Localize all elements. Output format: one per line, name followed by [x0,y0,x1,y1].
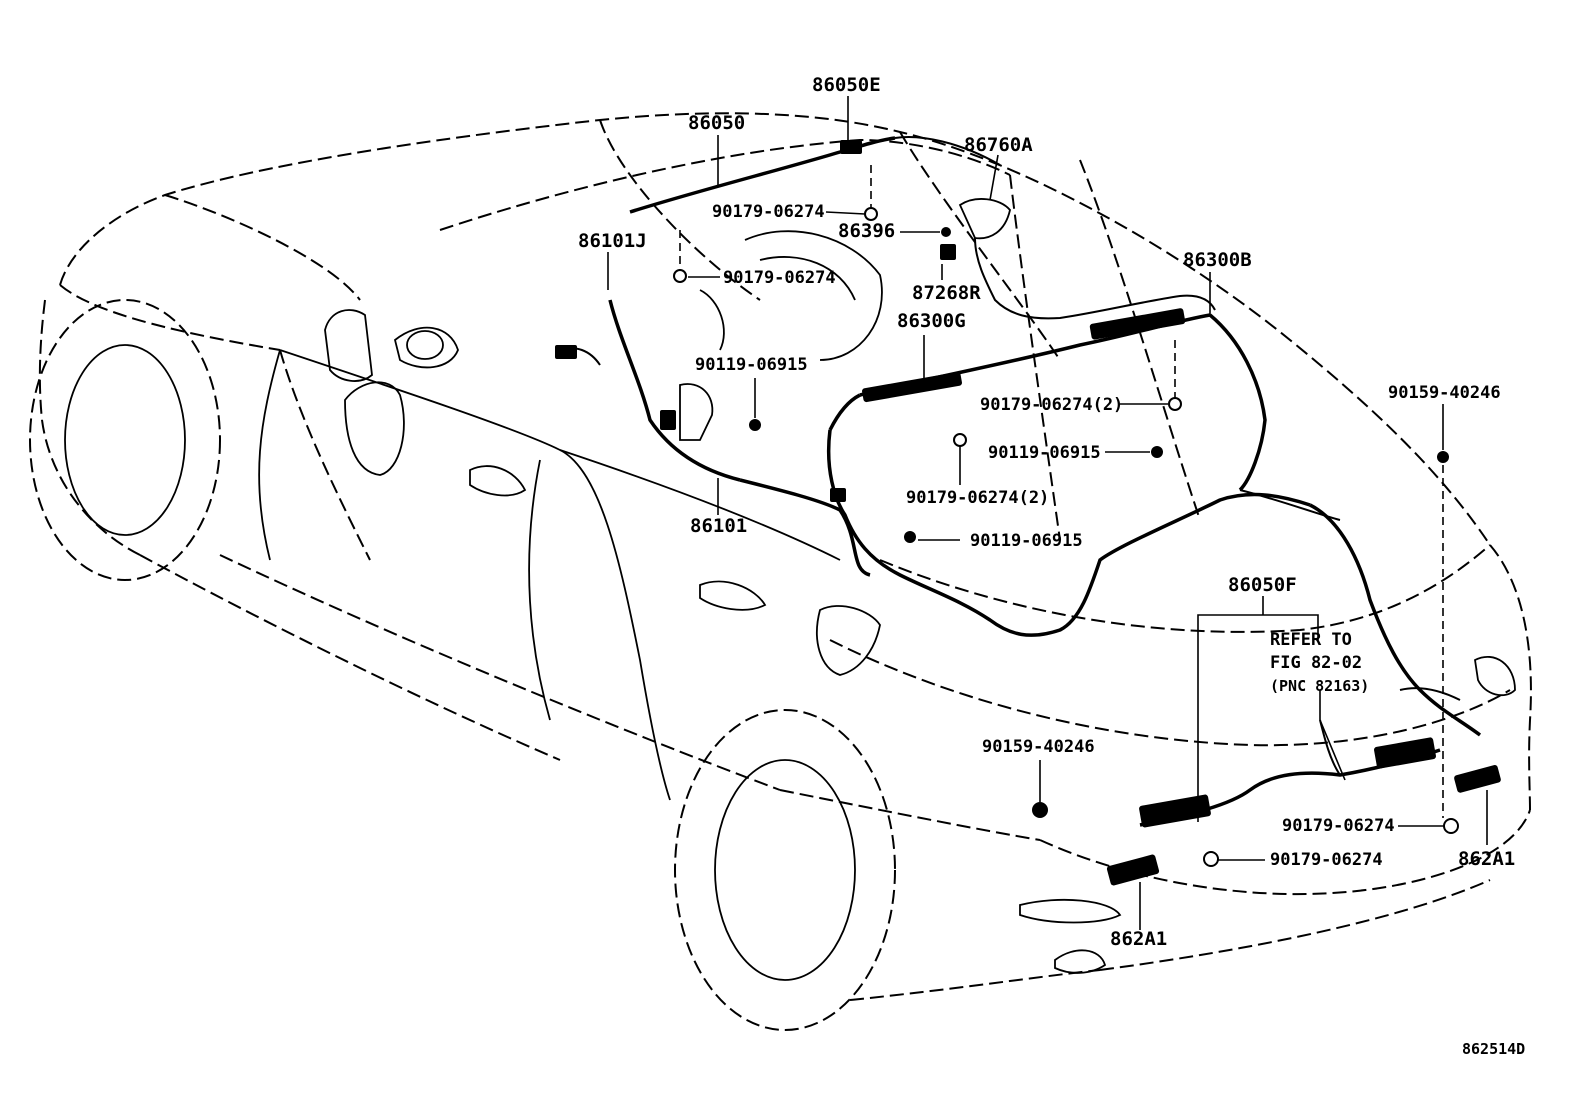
label-86300B: 86300B [1183,249,1252,271]
bolt-90119-06915-c [904,531,916,543]
label-90179-06274-dash: 90179-06274 [723,268,836,288]
clip-90179-06274-c [1443,818,1459,834]
label-862A1-left: 862A1 [1110,928,1168,950]
nut-86396 [941,227,951,237]
module-86300G [862,371,962,403]
connector-86101 [660,410,676,430]
label-90179-06274-roof: 90179-06274 [712,202,825,222]
bolt-90159-40246-b [1032,802,1048,818]
wire-harness [559,136,1482,827]
connector-86101J [555,345,577,359]
clip-90179-06274-2b [953,433,967,447]
clip-90179-06274-roof [864,207,878,221]
label-86101J: 86101J [578,230,647,252]
note-line-1: REFER TO [1270,630,1352,650]
label-86101: 86101 [690,515,748,537]
sensor-862A1-left [1106,854,1160,886]
label-90179-06274-rear-right: 90179-06274 [1282,816,1395,836]
label-90119-06915-b: 90119-06915 [988,443,1101,463]
label-90159-40246-a: 90159-40246 [1388,383,1501,403]
connector-floor [830,488,846,502]
label-87268R: 87268R [912,282,981,304]
parts [555,140,1501,886]
label-862A1-right: 862A1 [1458,848,1516,870]
label-90159-40246-b: 90159-40246 [982,737,1095,757]
bolt-90119-06915-b [1151,446,1163,458]
label-90179-06274-2a: 90179-06274(2) [980,395,1124,415]
reference-note: REFER TO FIG 82-02 (PNC 82163) [1270,629,1369,698]
car-body-outline [29,112,1532,1031]
module-86300B [1089,308,1186,340]
label-86300G: 86300G [897,310,966,332]
clip-90179-06274-d [1203,851,1219,867]
label-86760A: 86760A [964,134,1033,156]
label-86050E: 86050E [812,74,881,96]
note-line-2: FIG 82-02 [1270,653,1363,673]
label-90119-06915-a: 90119-06915 [695,355,808,375]
module-86050F [1139,794,1211,828]
bolt-90159-40246-a [1437,451,1449,463]
label-90119-06915-c: 90119-06915 [970,531,1083,551]
clip-90179-06274-dash [673,269,687,283]
note-line-3: (PNC 82163) [1270,677,1370,695]
figure-code: 862514D [1462,1040,1526,1058]
label-90179-06274-rear-center: 90179-06274 [1270,850,1383,870]
car-interior-outline [258,198,1516,974]
module-rear-right [1374,737,1436,769]
label-90179-06274-2b: 90179-06274(2) [906,488,1050,508]
clip-90179-06274-2a [1168,397,1182,411]
bolt-90119-06915-a [749,419,761,431]
bracket-87268R [940,244,956,260]
sensor-862A1-right [1454,765,1501,793]
label-86050: 86050 [688,112,746,134]
leader-lines [607,96,1488,930]
label-86396: 86396 [838,220,896,242]
connector-86050E [840,140,862,154]
label-86050F: 86050F [1228,574,1297,596]
